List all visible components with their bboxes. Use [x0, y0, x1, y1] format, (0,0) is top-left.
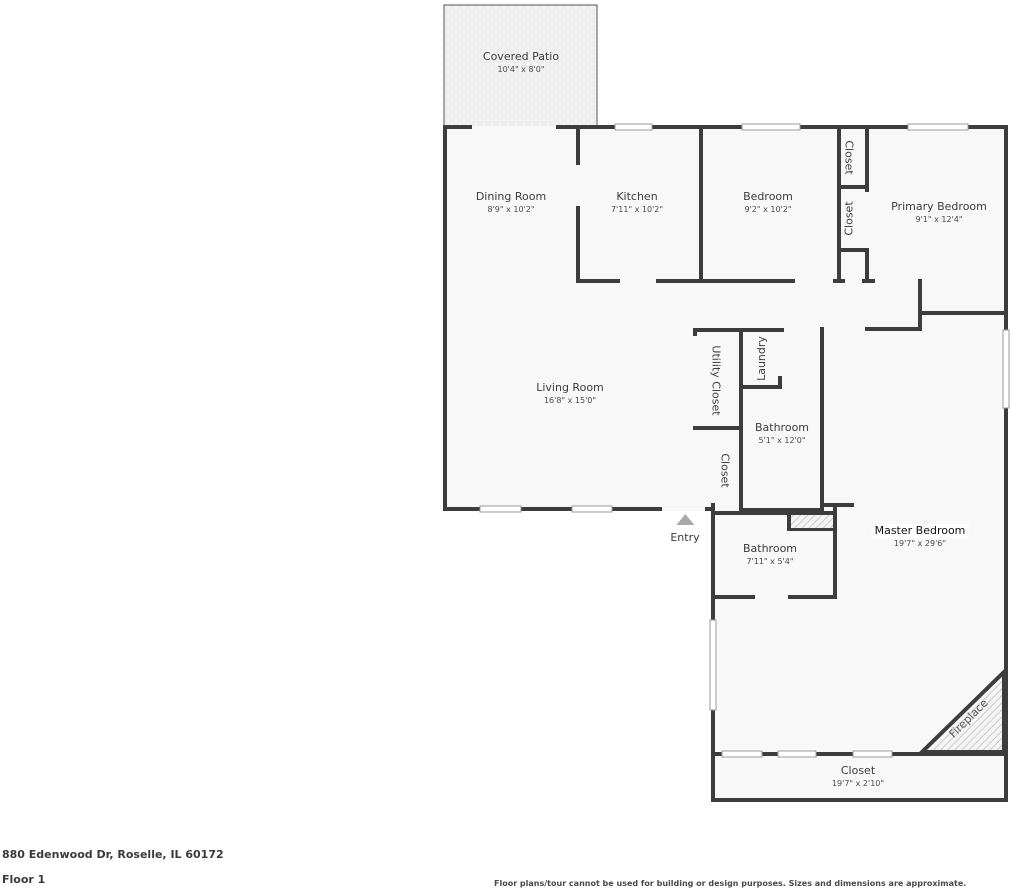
room-name: Bedroom — [743, 190, 793, 203]
room-name: Covered Patio — [482, 50, 560, 63]
room-bedroom: Bedroom 9'2" x 10'2" — [743, 190, 793, 215]
entry-arrow-icon — [676, 514, 694, 525]
room-name: Primary Bedroom — [891, 200, 987, 213]
room-dimensions: 9'2" x 10'2" — [744, 205, 792, 214]
shaft-hatch — [791, 515, 833, 528]
room-closet-upper: Closet — [842, 140, 856, 175]
room-primary-bedroom: Primary Bedroom 9'1" x 12'4" — [891, 200, 987, 225]
room-dining-room: Dining Room 8'9" x 10'2" — [476, 190, 546, 215]
room-name: Kitchen — [616, 190, 658, 203]
room-closet-lower: Closet — [842, 201, 856, 236]
room-name: Bathroom — [754, 421, 810, 434]
room-bathroom-1: Bathroom 5'1" x 12'0" — [755, 421, 809, 446]
fireplace-hatch — [917, 667, 1006, 754]
room-living-room: Living Room 16'8" x 15'0" — [536, 381, 604, 406]
room-covered-patio: Covered Patio 10'4" x 8'0" — [483, 50, 559, 75]
property-address: 880 Edenwood Dr, Roselle, IL 60172 — [2, 848, 224, 861]
room-master-closet: Closet 19'7" x 2'10" — [832, 764, 884, 789]
entry-label: Entry — [670, 531, 700, 544]
room-hall-closet: Closet — [718, 453, 732, 488]
room-name: Closet — [840, 764, 876, 777]
room-dimensions: 19'7" x 29'6" — [893, 539, 947, 548]
covered-patio-area — [443, 4, 598, 128]
floor-label: Floor 1 — [2, 873, 46, 886]
room-name: Master Bedroom — [871, 524, 969, 538]
room-dimensions: 16'8" x 15'0" — [543, 396, 597, 405]
room-dimensions: 5'1" x 12'0" — [758, 436, 806, 445]
room-name: Dining Room — [475, 190, 547, 203]
room-dimensions: 9'1" x 12'4" — [915, 215, 963, 224]
disclaimer-text: Floor plans/tour cannot be used for buil… — [494, 879, 967, 888]
room-dimensions: 10'4" x 8'0" — [497, 65, 545, 74]
room-name: Living Room — [536, 381, 604, 394]
room-dimensions: 7'11" x 10'2" — [610, 205, 664, 214]
room-utility-closet: Utility Closet — [709, 345, 723, 416]
room-name: Bathroom — [742, 542, 798, 555]
entry-marker: Entry — [670, 514, 700, 544]
room-laundry: Laundry — [754, 336, 768, 381]
room-master-bedroom: Master Bedroom 19'7" x 29'6" — [871, 524, 969, 549]
room-bathroom-2: Bathroom 7'11" x 5'4" — [743, 542, 797, 567]
room-dimensions: 7'11" x 5'4" — [746, 557, 794, 566]
room-dimensions: 19'7" x 2'10" — [831, 779, 885, 788]
room-kitchen: Kitchen 7'11" x 10'2" — [611, 190, 663, 215]
room-dimensions: 8'9" x 10'2" — [487, 205, 535, 214]
